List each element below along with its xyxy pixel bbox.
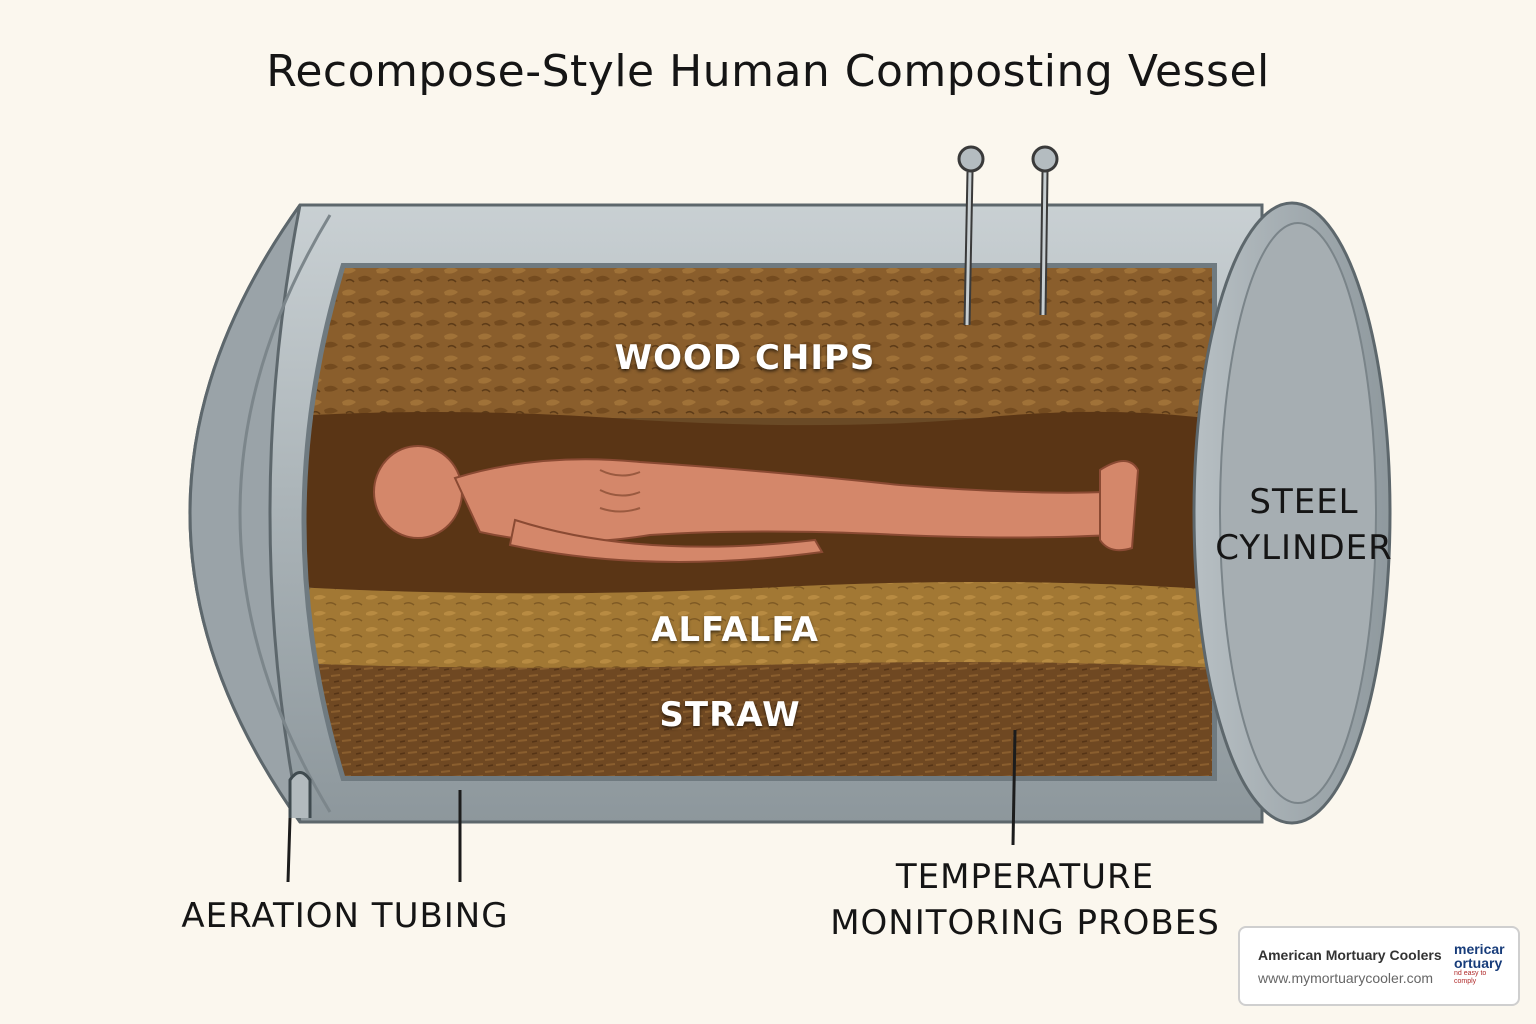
label-steel-cylinder-line2: CYLINDER — [1215, 527, 1393, 568]
company-logo-icon: mericar ortuary nd easy to comply — [1454, 942, 1505, 985]
label-wood-chips: WOOD CHIPS — [614, 338, 876, 378]
aeration-tube — [288, 771, 312, 818]
diagram-title: Recompose-Style Human Composting Vessel — [266, 46, 1270, 97]
label-temperature-line1: TEMPERATURE — [895, 857, 1155, 897]
temperature-probes — [957, 145, 1059, 326]
label-aeration-tubing: AERATION TUBING — [181, 896, 509, 936]
label-steel-cylinder-line1: STEEL — [1249, 482, 1359, 522]
label-steel-cylinder: STEEL CYLINDER — [1214, 480, 1394, 572]
cylinder-left-end — [188, 204, 302, 823]
wood-chips-layer — [306, 268, 1212, 418]
leader-lines — [286, 729, 1017, 883]
label-temperature-probes: TEMPERATURE MONITORING PROBES — [800, 855, 1250, 947]
straw-layer — [306, 662, 1212, 776]
watermark-badge[interactable]: American Mortuary Coolers www.mymortuary… — [1238, 926, 1520, 1006]
human-body — [373, 445, 1140, 563]
alfalfa-layer — [306, 581, 1212, 668]
label-temperature-line2: MONITORING PROBES — [830, 902, 1220, 943]
badge-company-name: American Mortuary Coolers — [1258, 947, 1442, 963]
badge-url[interactable]: www.mymortuarycooler.com — [1258, 970, 1434, 986]
label-alfalfa: ALFALFA — [651, 610, 819, 650]
label-straw: STRAW — [659, 695, 801, 735]
